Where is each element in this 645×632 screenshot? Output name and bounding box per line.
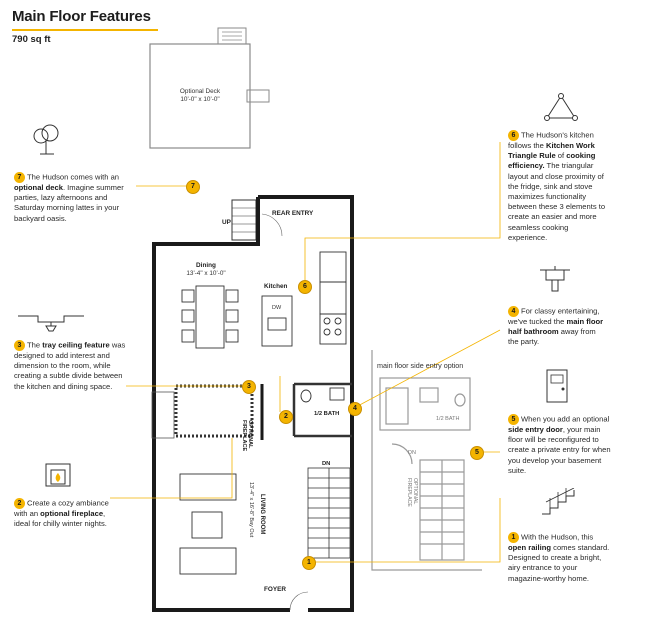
plan-marker-4[interactable]: 4 (348, 402, 362, 416)
foyer-label: FOYER (264, 586, 287, 593)
plan-marker-2[interactable]: 2 (279, 410, 293, 424)
triangle-icon (544, 93, 578, 121)
kitchen-label: Kitchen (264, 283, 288, 290)
stairs (307, 467, 351, 559)
kitchen-counters (261, 251, 347, 347)
dining-size: 13'-4" x 10'-0" (186, 270, 226, 277)
side-fireplace-label: OPTIONAL FIREPLACE (406, 478, 418, 507)
tree-icon (33, 124, 59, 155)
callout-badge-7: 7 (14, 172, 25, 183)
living-room-label: LIVING ROOM (259, 494, 265, 535)
page-title: Main Floor Features (12, 8, 151, 25)
callout-badge-2: 2 (14, 498, 25, 509)
half-bath-label: 1/2 BATH (314, 411, 340, 417)
dishwasher-label: DW (272, 305, 282, 311)
rear-entry-label: REAR ENTRY (272, 210, 314, 217)
door-icon (546, 369, 568, 403)
side-entry-title: main floor side entry option (377, 361, 464, 370)
leader-lines (110, 142, 501, 563)
callout-badge-4: 4 (508, 306, 519, 317)
dining-label: Dining (196, 262, 216, 269)
callout-badge-3: 3 (14, 340, 25, 351)
optional-deck (149, 27, 270, 149)
dining-table (181, 285, 239, 349)
plan-marker-7[interactable]: 7 (186, 180, 200, 194)
side-entry-option (371, 350, 482, 571)
callout-badge-6: 6 (508, 130, 519, 141)
fireplace-label: OPTIONAL FIREPLACE (241, 420, 253, 452)
stairs-down-label: DN (322, 461, 331, 467)
fireplace-icon (45, 463, 71, 487)
plan-marker-1[interactable]: 1 (302, 556, 316, 570)
rear-steps (231, 199, 257, 241)
up-label: UP (222, 219, 231, 226)
living-furniture (179, 473, 237, 575)
deck-label: Optional Deck (179, 88, 221, 95)
title-underline (12, 29, 158, 31)
stairs-icon (542, 488, 575, 515)
sink-icon (540, 266, 570, 292)
living-room-size: 13'-4" x 16'-8" Bay Out (248, 482, 254, 538)
side-half-bath-label: 1/2 BATH (436, 416, 460, 422)
plan-marker-5[interactable]: 5 (470, 446, 484, 460)
callout-badge-1: 1 (508, 532, 519, 543)
half-bath (292, 382, 352, 438)
plan-marker-6[interactable]: 6 (298, 280, 312, 294)
callout-badge-5: 5 (508, 414, 519, 425)
deck-size: 10'-0" x 10'-0" (180, 96, 220, 103)
plan-marker-3[interactable]: 3 (242, 380, 256, 394)
ceiling-light-icon (18, 315, 84, 332)
side-dn-label: DN (408, 450, 416, 456)
floor-area: 790 sq ft (12, 34, 51, 45)
